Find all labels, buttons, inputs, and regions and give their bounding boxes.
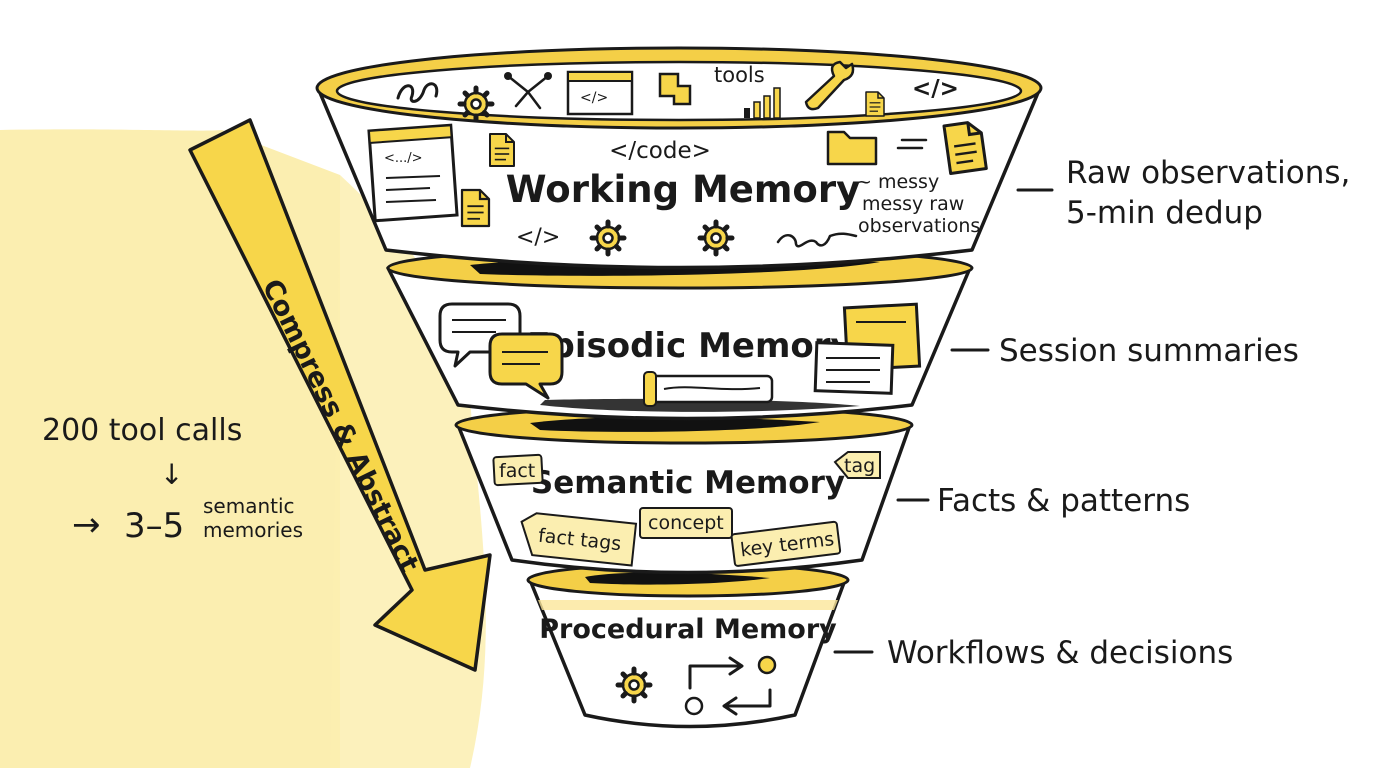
compression-down-arrow: ↓ xyxy=(160,458,183,491)
inner-messy-3: observations xyxy=(858,215,980,237)
tag-key-terms: key terms xyxy=(730,520,842,567)
tier-side-label: Session summaries xyxy=(999,333,1299,369)
chat-bubble-icon xyxy=(438,302,564,400)
squiggle-icon xyxy=(396,82,439,103)
tier-title: Semantic Memory xyxy=(531,465,845,501)
workflow-arrows-icon xyxy=(684,655,777,716)
gear-icon xyxy=(618,669,650,701)
tier-episodic: Episodic Memory Session summaries xyxy=(386,246,1299,421)
folder-icon xyxy=(826,130,878,166)
scroll-icon xyxy=(643,371,774,407)
tag-fact-tags: fact tags xyxy=(520,512,638,567)
rim-code-tag: </> xyxy=(912,76,959,102)
inner-messy-2: messy raw xyxy=(862,193,964,215)
tier-side-label: Workflows & decisions xyxy=(887,635,1233,671)
code-window-icon: <.../> xyxy=(367,123,459,223)
tier-semantic: Semantic Memory fact tag concept fact ta… xyxy=(454,405,1190,575)
wrench-icon xyxy=(804,60,855,111)
document-icon xyxy=(488,132,516,168)
squiggle-icon xyxy=(776,232,858,248)
svg-text:concept: concept xyxy=(648,512,724,534)
tier-side-label: Facts & patterns xyxy=(937,483,1190,519)
document-icon xyxy=(460,188,491,228)
tag-tag: tag xyxy=(833,451,881,479)
note-card-icon xyxy=(813,302,922,395)
tier-side-label: Raw observations, xyxy=(1066,155,1350,191)
gear-icon xyxy=(700,222,732,254)
inner-messy-1: ~ messy xyxy=(856,171,939,193)
tier-working: </> tools </> <.../> </code xyxy=(315,46,1350,270)
tier-title: Episodic Memory xyxy=(527,326,852,366)
tier-title: Procedural Memory xyxy=(539,614,837,645)
compression-arrow: → xyxy=(72,505,101,545)
compression-output-word2: memories xyxy=(203,518,303,542)
tag-fact: fact xyxy=(492,453,544,487)
gear-icon xyxy=(460,88,492,120)
compression-note: 200 tool calls ↓ → 3–5 semantic memories xyxy=(42,413,303,546)
svg-text:<.../>: <.../> xyxy=(384,151,423,166)
svg-text:fact: fact xyxy=(499,460,535,482)
gear-icon xyxy=(592,222,624,254)
tier-side-label: 5-min dedup xyxy=(1066,195,1263,231)
background-wash xyxy=(0,129,340,768)
document-icon xyxy=(865,91,885,117)
compression-output-word1: semantic xyxy=(203,494,295,518)
rim-tools-label: tools xyxy=(714,63,765,87)
tier-procedural: Procedural Memory Workflows & decisions xyxy=(526,562,1233,729)
code-window-icon: </> xyxy=(566,70,634,116)
inner-code-label: </code> xyxy=(609,138,711,164)
compression-input: 200 tool calls xyxy=(42,413,242,448)
svg-text:</>: </> xyxy=(580,90,608,106)
network-icon xyxy=(504,72,552,110)
compression-output-count: 3–5 xyxy=(124,506,184,546)
puzzle-icon xyxy=(658,72,692,106)
bar-chart-icon xyxy=(744,87,781,119)
tier-title: Working Memory xyxy=(506,168,860,211)
svg-text:tag: tag xyxy=(844,455,875,477)
tag-concept: concept xyxy=(639,507,733,539)
inner-code-tag: </> xyxy=(516,225,560,250)
